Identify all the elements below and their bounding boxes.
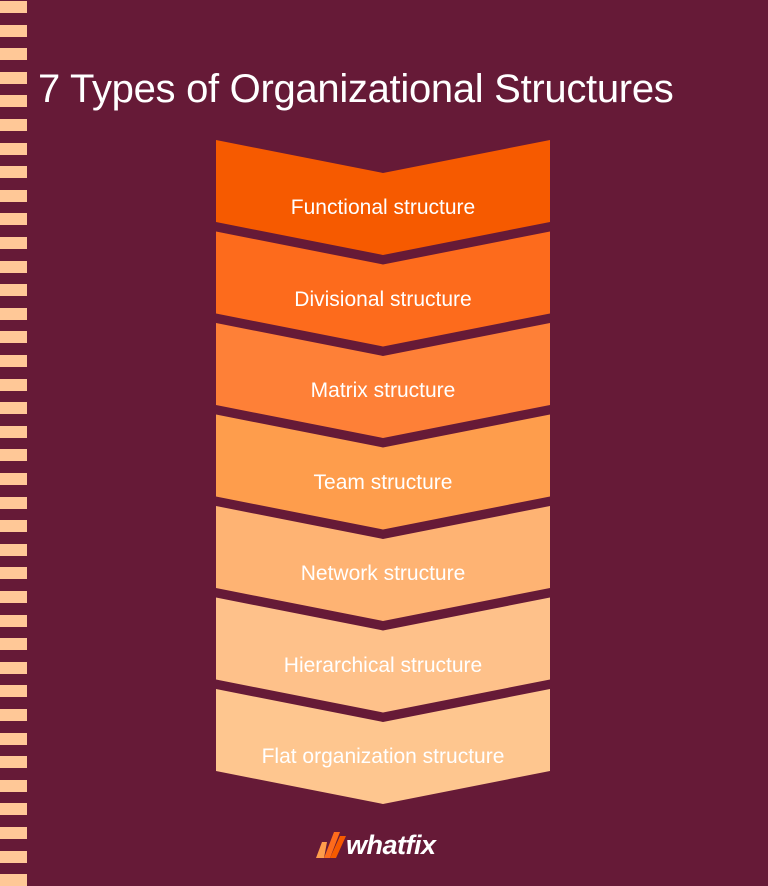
chevron-2 xyxy=(216,231,550,347)
stripe xyxy=(0,496,27,509)
stripe xyxy=(0,425,27,438)
stripe xyxy=(0,567,27,580)
stripe xyxy=(0,237,27,249)
structure-label: Team structure xyxy=(313,470,453,494)
stripe xyxy=(0,1,27,13)
stripe xyxy=(0,874,27,886)
stripe xyxy=(0,661,27,674)
stripe xyxy=(0,732,27,745)
structure-label: Functional structure xyxy=(290,196,476,219)
chevron-4 xyxy=(216,414,550,530)
stripe xyxy=(0,614,27,627)
chevron-1 xyxy=(216,140,550,255)
stripe xyxy=(0,213,27,226)
chevron-3 xyxy=(216,323,550,438)
whatfix-w-mark-icon xyxy=(316,832,346,858)
stripe xyxy=(0,189,27,202)
stripe xyxy=(0,543,27,556)
structure-label: Flat organization structure xyxy=(261,745,505,768)
stripe xyxy=(0,378,27,391)
stripe xyxy=(0,850,27,863)
stripe xyxy=(0,638,27,651)
whatfix-logo: whatfix xyxy=(316,830,456,862)
stripe xyxy=(0,284,27,297)
stripe xyxy=(0,331,27,344)
stripe xyxy=(0,307,27,320)
stripe xyxy=(0,119,27,131)
stripe xyxy=(0,803,27,816)
structure-label: Network structure xyxy=(300,562,466,585)
chevron-6 xyxy=(216,597,550,713)
page-title: 7 Types of Organizational Structures xyxy=(38,66,674,111)
chevron-7 xyxy=(216,689,550,804)
stripe xyxy=(0,402,27,415)
stripe xyxy=(0,473,27,485)
logo-text: whatfix xyxy=(346,830,436,860)
stripe xyxy=(0,95,27,108)
stripe xyxy=(0,71,27,84)
structure-label: Divisional structure xyxy=(294,287,472,311)
stripe xyxy=(0,827,27,839)
stripe xyxy=(0,166,27,179)
decorative-stripes xyxy=(0,0,27,886)
stripe xyxy=(0,142,27,155)
stripe xyxy=(0,779,27,792)
stripe xyxy=(0,709,27,721)
stripe xyxy=(0,756,27,769)
stripe xyxy=(0,260,27,273)
stripe xyxy=(0,449,27,462)
structure-label: Matrix structure xyxy=(310,379,456,402)
stripe xyxy=(0,24,27,37)
stripe xyxy=(0,355,27,367)
stripe xyxy=(0,48,27,61)
structure-label: Hierarchical structure xyxy=(283,653,483,677)
chevron-5 xyxy=(216,506,550,621)
stripe xyxy=(0,685,27,698)
stripe xyxy=(0,520,27,533)
stripe xyxy=(0,591,27,603)
